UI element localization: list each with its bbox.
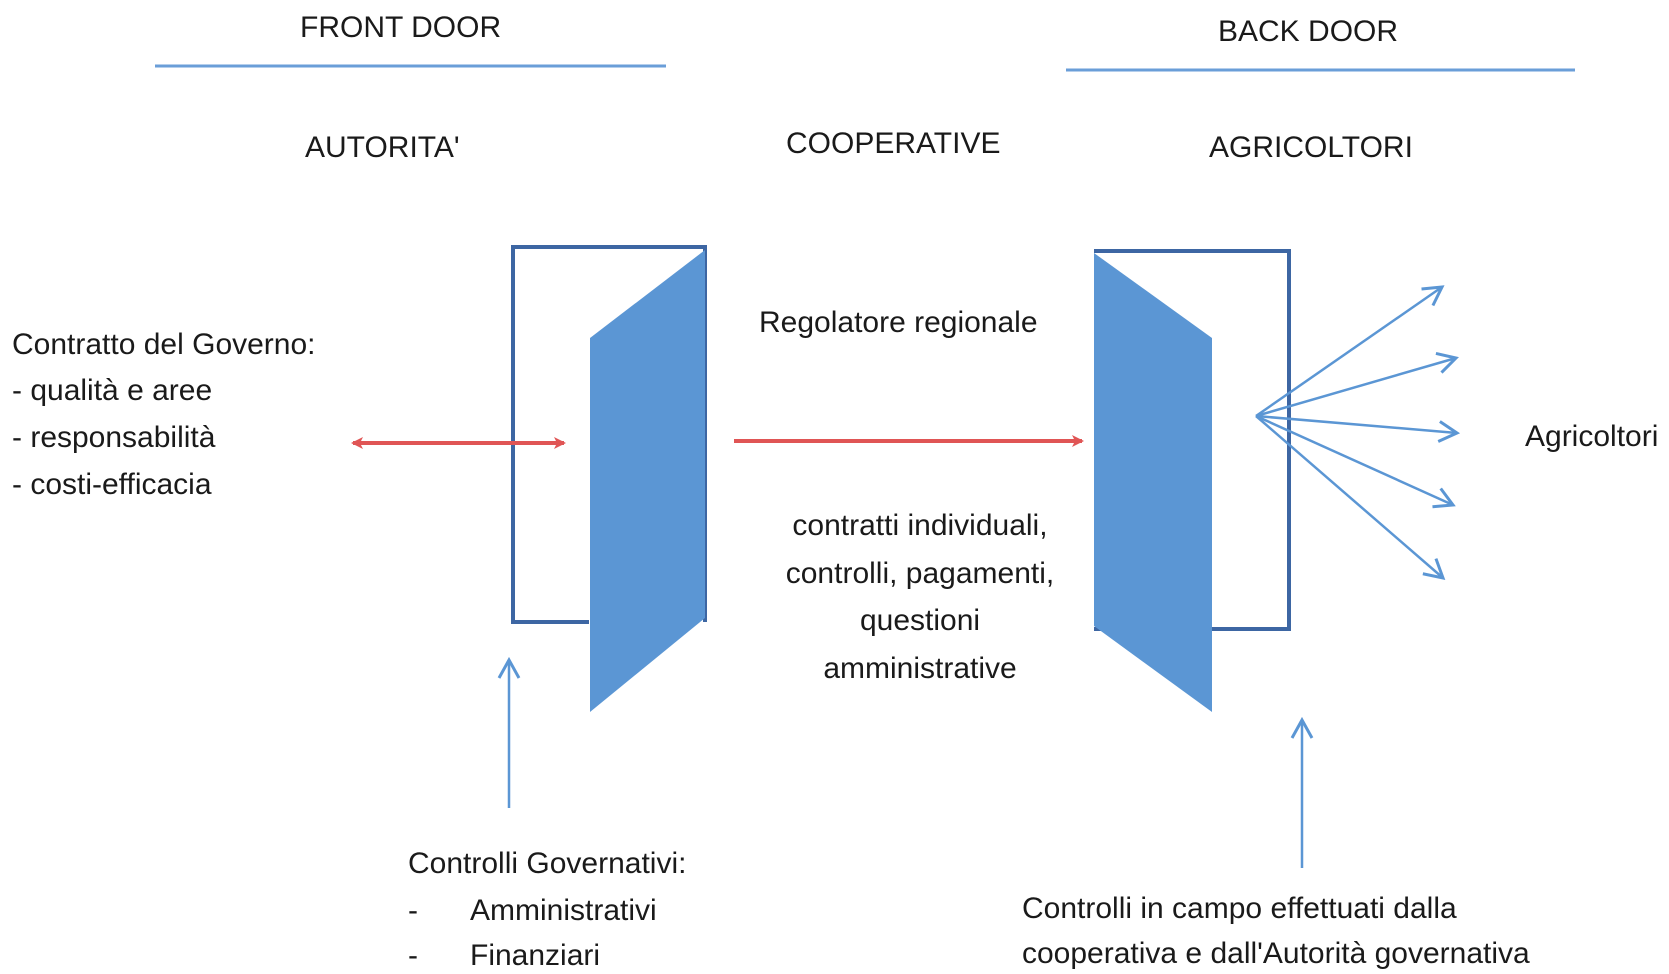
center-description-line: amministrative	[823, 652, 1017, 685]
gov-controls-item: Amministrativi	[470, 894, 657, 927]
contract-item: - responsabilità	[12, 421, 216, 454]
front-door-heading: FRONT DOOR	[300, 11, 502, 44]
field-controls-line: Controlli in campo effettuati dalla	[1022, 892, 1457, 925]
farmers-fan-arrows	[1255, 285, 1461, 581]
farmers-label: Agricoltori	[1525, 420, 1659, 453]
center-description-line: contratti individuali,	[792, 509, 1048, 542]
gov-controls-dash: -	[408, 894, 418, 927]
field-controls-line: cooperativa e dall'Autorità governativa	[1022, 937, 1530, 970]
gov-controls-item: Finanziari	[470, 939, 601, 972]
regional-regulator-label: Regolatore regionale	[759, 306, 1038, 339]
contract-item: - costi-efficacia	[12, 468, 212, 501]
gov-controls-dash: -	[408, 939, 418, 972]
front-door-icon	[511, 245, 707, 712]
gov-controls-title: Controlli Governativi:	[408, 847, 687, 880]
center-description-line: controlli, pagamenti,	[785, 557, 1055, 590]
contract-item: - qualità e aree	[12, 374, 213, 407]
center-description-line: questioni	[859, 604, 981, 637]
cooperatives-heading: COOPERATIVE	[786, 127, 1001, 160]
back-door-icon	[1094, 249, 1291, 712]
farmers-heading: AGRICOLTORI	[1209, 131, 1413, 164]
authority-heading: AUTORITA'	[305, 131, 460, 164]
government-contract-title: Contratto del Governo:	[12, 328, 316, 361]
back-door-heading: BACK DOOR	[1218, 15, 1399, 48]
